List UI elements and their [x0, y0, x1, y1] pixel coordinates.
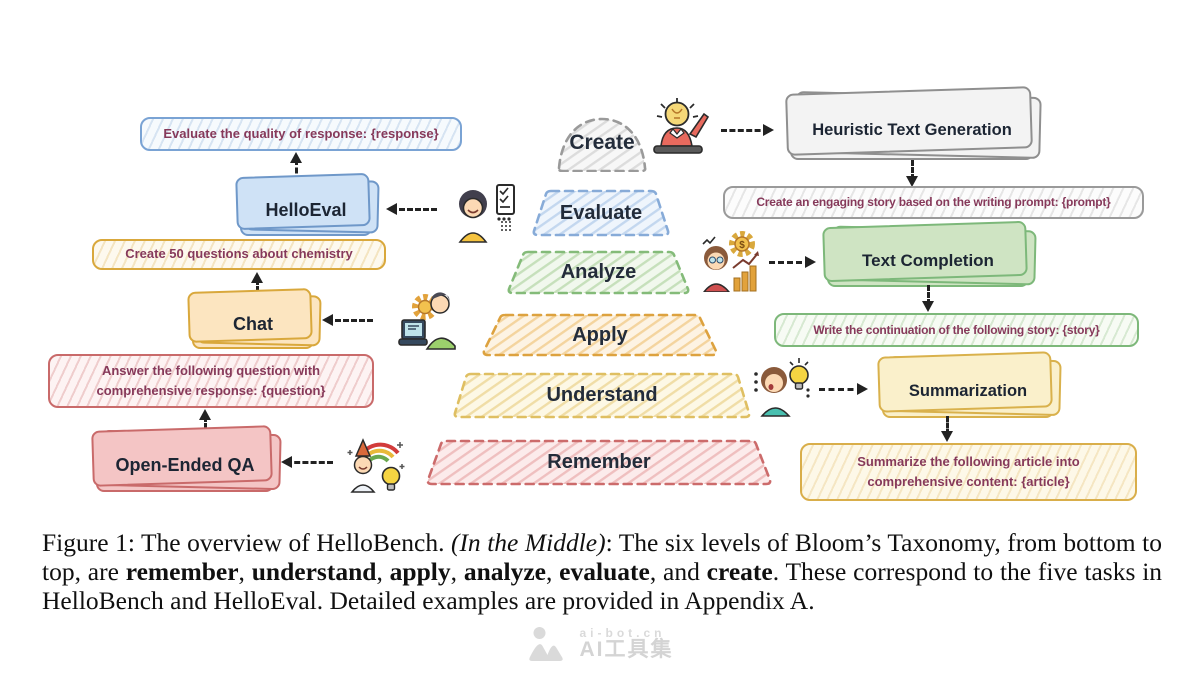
caption-bold-understand: understand: [251, 557, 377, 586]
person-computer-gear-icon: [398, 292, 456, 350]
helloeval-prompt-text: Evaluate the quality of response: {respo…: [163, 125, 439, 141]
analyst-dollar-chart-icon: $: [702, 231, 759, 292]
pyramid-level-remember: Remember: [424, 438, 774, 487]
text-completion-task-label: Text Completion: [862, 250, 994, 270]
arrowhead-down-icon: [941, 431, 953, 442]
htg-prompt-text: Create an engaging story based on the wr…: [756, 195, 1111, 210]
text-completion-prompt-text: Write the continuation of the following …: [813, 322, 1100, 337]
caption-segment: , and: [649, 557, 707, 586]
chat-prompt-box: Create 50 questions about chemistry: [92, 239, 386, 270]
caption-segment: ,: [376, 557, 390, 586]
pyramid-label-evaluate: Evaluate: [559, 201, 643, 224]
arrow-qa-card-to-prompt: [199, 409, 212, 436]
person-speaking-bulb-icon: [754, 358, 810, 417]
pyramid-label-analyze: Analyze: [560, 261, 637, 283]
pyramid-label-apply: Apply: [572, 323, 628, 346]
caption-segment: ,: [450, 557, 464, 586]
htg-task-label: Heuristic Text Generation: [812, 120, 1012, 139]
arrow-tc-card-to-prompt: [922, 285, 935, 312]
watermark-text: ai-bot.cn AI工具集: [580, 627, 674, 662]
pyramid-level-create: Create: [552, 114, 652, 172]
chat-prompt-text: Create 50 questions about chemistry: [125, 246, 353, 262]
helloeval-task-card: HelloEval: [240, 185, 372, 236]
pyramid-label-understand: Understand: [546, 384, 658, 406]
arrowhead-down-icon: [922, 301, 934, 312]
caption-italic-in-the-middle: (In the Middle): [450, 528, 606, 557]
ai-bot-logo-icon: [529, 627, 563, 661]
arrowhead-up-icon: [251, 272, 263, 283]
open-ended-qa-task-card: Open-Ended QA: [96, 438, 274, 492]
pyramid-level-evaluate: Evaluate: [530, 188, 672, 238]
helloeval-prompt-box: Evaluate the quality of response: {respo…: [140, 117, 462, 151]
arrow-htg-card-to-prompt: [906, 160, 919, 187]
summarization-task-label: Summarization: [908, 381, 1028, 400]
pyramid-level-apply: Apply: [480, 312, 720, 358]
arrowhead-up-icon: [199, 409, 211, 420]
open-ended-qa-prompt-text: Answer the following question with compr…: [96, 362, 326, 398]
arrow-user-to-chat: [322, 314, 378, 327]
pyramid-level-understand: Understand: [451, 371, 753, 420]
caption-bold-evaluate: evaluate: [559, 557, 650, 586]
chat-task-card: Chat: [192, 300, 314, 349]
person-lightbulb-hand-icon: [653, 98, 710, 154]
summarization-task-card: Summarization: [882, 364, 1054, 418]
arrow-creator-to-qa: [281, 456, 338, 469]
evaluate-level-shape: [532, 189, 670, 237]
create-level-shape: [557, 117, 647, 172]
remember-level-shape: [426, 439, 772, 486]
caption-bold-apply: apply: [389, 557, 451, 586]
arrow-helloeval-card-to-prompt: [290, 152, 303, 182]
heuristic-text-generation-task-card: Heuristic Text Generation: [790, 100, 1034, 160]
arrow-create-to-htg: [716, 124, 774, 137]
figure-caption: Figure 1: The overview of HelloBench. (I…: [42, 528, 1162, 615]
arrow-evaluator-to-helloeval: [386, 203, 442, 216]
pyramid-label-remember: Remember: [547, 451, 651, 473]
understand-level-shape: [453, 372, 751, 419]
arrow-summ-card-to-prompt: [941, 416, 954, 442]
summarization-prompt-text: Summarize the following article into com…: [857, 453, 1080, 489]
caption-segment: Figure 1: The overview of HelloBench.: [42, 528, 451, 557]
person-rainbow-bulb-icon: [347, 438, 405, 493]
text-completion-task-card: Text Completion: [827, 234, 1029, 287]
arrow-understand-to-summarization: [814, 383, 868, 396]
caption-bold-create: create: [706, 557, 773, 586]
analyze-level-shape: [507, 250, 690, 295]
arrowhead-up-icon: [290, 152, 302, 163]
svg-text:$: $: [739, 240, 745, 251]
caption-segment: ,: [238, 557, 252, 586]
arrowhead-down-icon: [906, 176, 918, 187]
caption-segment: : The six levels of Bloom’s Taxonomy, fr…: [42, 528, 1162, 586]
apply-level-shape: [482, 313, 718, 357]
watermark-brand: AI工具集: [579, 638, 674, 662]
watermark: ai-bot.cn AI工具集: [527, 626, 674, 662]
caption-bold-analyze: analyze: [463, 557, 546, 586]
helloeval-task-label: HelloEval: [265, 200, 347, 220]
open-ended-qa-prompt-box: Answer the following question with compr…: [48, 354, 374, 408]
arrow-analyze-to-text-completion: [764, 256, 816, 269]
summarization-prompt-box: Summarize the following article into com…: [800, 443, 1137, 501]
caption-bold-remember: remember: [125, 557, 239, 586]
pyramid-level-analyze: Analyze: [505, 249, 692, 296]
watermark-site: ai-bot.cn: [579, 625, 666, 640]
caption-segment: . These correspond to the five tasks in …: [42, 557, 1163, 615]
htg-prompt-box: Create an engaging story based on the wr…: [723, 186, 1144, 219]
text-completion-prompt-box: Write the continuation of the following …: [774, 313, 1139, 347]
annotator-checklist-icon: [458, 184, 515, 243]
caption-segment: ,: [545, 557, 560, 586]
pyramid-label-create: Create: [569, 131, 635, 154]
open-ended-qa-task-label: Open-Ended QA: [115, 454, 255, 475]
chat-task-label: Chat: [233, 314, 273, 334]
